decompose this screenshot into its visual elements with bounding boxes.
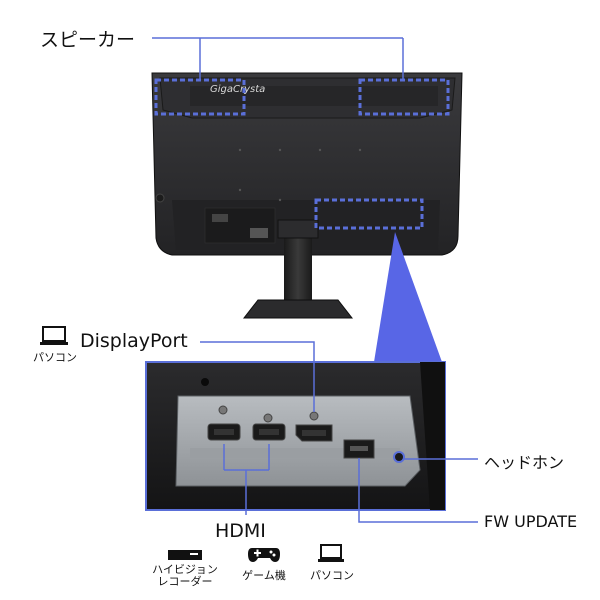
- blu-ray-recorder-icon: [168, 550, 202, 560]
- game-console-label: ゲーム機: [242, 569, 286, 582]
- recorder-label: ハイビジョン レコーダー: [152, 563, 218, 588]
- port-closeup: [145, 361, 446, 511]
- game-controller-icon: [248, 548, 280, 562]
- headphone-label: ヘッドホン: [484, 453, 565, 472]
- pc-label: パソコン: [33, 351, 77, 364]
- monitor-stand: [242, 219, 354, 319]
- displayport-label: DisplayPort: [80, 330, 188, 352]
- right-speaker-highlight: [358, 78, 450, 116]
- monitor-logo: GigaCrysta: [210, 84, 265, 95]
- laptop-icon: [318, 544, 344, 562]
- monitor-back: [151, 72, 463, 256]
- pc-device-label: パソコン: [310, 569, 354, 582]
- port-area-highlight: [314, 198, 424, 230]
- laptop-icon: [40, 326, 68, 345]
- zoom-callout: [374, 232, 442, 362]
- speaker-label: スピーカー: [40, 29, 136, 51]
- fw-update-label: FW UPDATE: [484, 512, 578, 531]
- hdmi-label: HDMI: [215, 520, 266, 542]
